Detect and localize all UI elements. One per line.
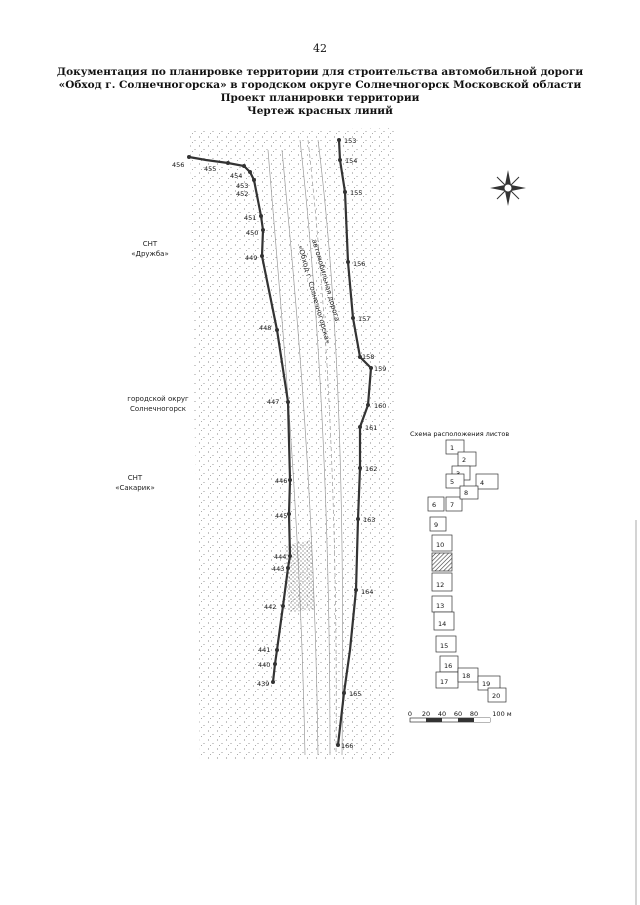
point-label: 165 <box>349 690 361 698</box>
sheet-number: 8 <box>464 489 468 497</box>
point-label: 161 <box>365 424 377 432</box>
terrain-dense-patch <box>285 540 315 612</box>
right-point-labels: 153 154 155 156 157 158 159 160 161 162 … <box>341 137 386 750</box>
doc-title-line1: Документация по планировке территории дл… <box>56 66 584 78</box>
label-snt-sakarik-name: «Сакарик» <box>115 484 154 492</box>
doc-title-line2: «Обход г. Солнечногорска» в городском ок… <box>58 79 582 91</box>
label-snt-sakarik: СНТ <box>128 474 143 482</box>
svg-text:20: 20 <box>422 710 430 718</box>
sheet-box <box>475 473 499 490</box>
point-label: 154 <box>345 157 357 165</box>
scale-bar-ticks: 0 20 40 60 80 100 м <box>408 710 512 718</box>
label-city-district: городской округ <box>127 395 189 403</box>
point-label: 452 <box>236 190 248 198</box>
point-label: 153 <box>344 137 356 145</box>
point-label: 164 <box>361 588 373 596</box>
point-label: 159 <box>374 365 386 373</box>
sheet-number: 10 <box>436 541 444 549</box>
sheet-box <box>445 496 463 512</box>
left-line-points <box>187 155 292 684</box>
label-snt-druzhba-name: «Дружба» <box>131 250 169 258</box>
sheet-number: 18 <box>462 672 470 680</box>
point-label: 156 <box>353 260 365 268</box>
sheet-number: 5 <box>450 478 454 486</box>
point-label: 456 <box>172 161 184 169</box>
sheet-box <box>427 496 445 512</box>
point-label: 450 <box>246 229 258 237</box>
point-label: 160 <box>374 402 386 410</box>
point-label: 441 <box>258 646 270 654</box>
scale-bar <box>409 717 491 723</box>
point-label: 163 <box>363 516 375 524</box>
svg-text:100 м: 100 м <box>492 710 511 718</box>
sheet-number: 6 <box>432 501 436 509</box>
sheet-number: 1 <box>450 444 454 452</box>
point-label: 442 <box>264 603 276 611</box>
sheet-box <box>487 687 507 703</box>
sheet-scheme-title: Схема расположения листов <box>410 430 509 438</box>
sheet-box <box>429 516 447 532</box>
sheet-number: 2 <box>462 456 466 464</box>
sheet-number: 4 <box>480 479 484 487</box>
svg-text:0: 0 <box>408 710 412 718</box>
territory-labels: СНТ «Дружба» городской округ Солнечногор… <box>115 240 189 492</box>
sheet-number: 7 <box>450 501 454 509</box>
sheet-box <box>457 451 477 467</box>
point-label: 453 <box>236 182 248 190</box>
sheet-box <box>431 534 453 552</box>
point-label: 448 <box>259 324 271 332</box>
point-label: 439 <box>257 680 269 688</box>
svg-text:80: 80 <box>470 710 478 718</box>
sheet-number: 9 <box>434 521 438 529</box>
page-number: 42 <box>313 42 327 55</box>
point-label: 166 <box>341 742 353 750</box>
sheet-box <box>435 635 457 653</box>
point-label: 440 <box>258 661 270 669</box>
point-label: 155 <box>350 189 362 197</box>
point-label: 443 <box>272 565 284 573</box>
sheet-box <box>445 473 465 489</box>
svg-text:60: 60 <box>454 710 462 718</box>
north-arrow-icon <box>490 170 526 206</box>
point-label: 444 <box>274 553 286 561</box>
sheet-box <box>459 485 479 500</box>
point-label: 446 <box>275 477 287 485</box>
point-label: 451 <box>244 214 256 222</box>
sheet-number: 14 <box>438 620 446 628</box>
point-label: 455 <box>204 165 216 173</box>
road-body <box>267 139 344 756</box>
label-city-district-name: Солнечногорск <box>130 405 186 413</box>
sheet-number: 13 <box>436 602 444 610</box>
sheet-box <box>433 611 455 631</box>
point-label: 445 <box>275 512 287 520</box>
sheet-number: 15 <box>440 642 448 650</box>
sheet-number: 20 <box>492 692 500 700</box>
sheet-number: 19 <box>482 680 490 688</box>
sheet-scheme: 12345678910121314151617181920 <box>427 439 507 703</box>
left-point-labels: 456 455 454 453 452 451 450 449 448 447 … <box>172 161 287 688</box>
point-label: 162 <box>365 465 377 473</box>
point-label: 158 <box>362 353 374 361</box>
sheet-number: 17 <box>440 678 448 686</box>
point-label: 157 <box>358 315 370 323</box>
svg-text:40: 40 <box>438 710 446 718</box>
sheet-box <box>431 572 453 592</box>
point-label: 454 <box>230 172 242 180</box>
point-label: 449 <box>245 254 257 262</box>
right-line-points <box>336 138 373 747</box>
doc-title-line4: Чертеж красных линий <box>247 105 393 117</box>
terrain-stipple <box>190 128 395 760</box>
label-snt-druzhba: СНТ <box>143 240 158 248</box>
sheet-box <box>445 439 465 455</box>
sheet-box <box>457 667 479 683</box>
sheet-number: 16 <box>444 662 452 670</box>
sheet-box <box>431 552 453 572</box>
doc-title-line3: Проект планировки территории <box>220 92 420 104</box>
point-label: 447 <box>267 398 279 406</box>
sheet-number: 12 <box>436 581 444 589</box>
